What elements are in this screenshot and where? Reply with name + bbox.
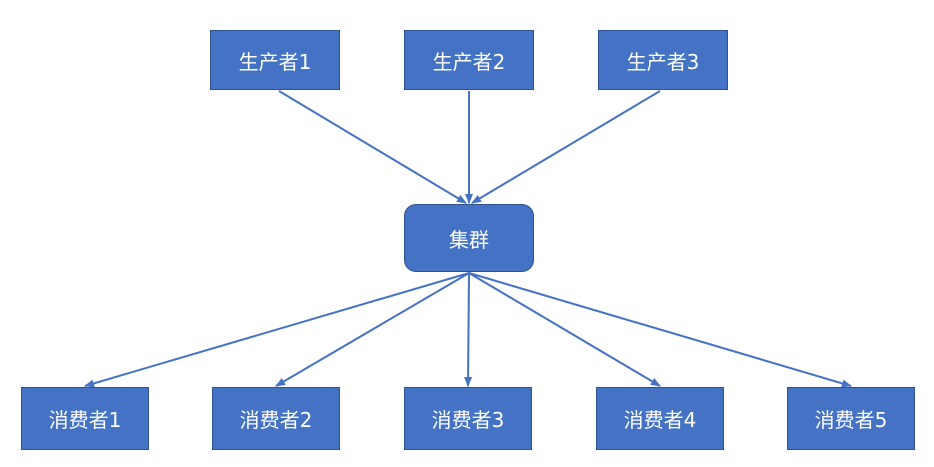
consumer-node-3: 消费者3 bbox=[404, 387, 532, 450]
producer-node-2: 生产者2 bbox=[404, 30, 534, 90]
consumer-node-4: 消费者4 bbox=[596, 387, 724, 450]
edge-producer-1-to-cluster bbox=[278, 90, 467, 204]
consumer-node-5: 消费者5 bbox=[787, 387, 915, 450]
edge-cluster-to-consumer-5 bbox=[468, 272, 852, 388]
edge-producer-3-to-cluster bbox=[471, 90, 661, 204]
edge-cluster-to-consumer-1 bbox=[84, 272, 470, 388]
consumer-node-2: 消费者2 bbox=[212, 387, 340, 450]
edge-cluster-to-consumer-2 bbox=[275, 272, 470, 387]
edge-cluster-to-consumer-3 bbox=[464, 272, 473, 387]
cluster-node: 集群 bbox=[404, 204, 534, 272]
producer-node-3: 生产者3 bbox=[598, 30, 728, 90]
consumer-node-1: 消费者1 bbox=[21, 387, 149, 450]
edge-cluster-to-consumer-4 bbox=[468, 272, 661, 387]
producer-node-1: 生产者1 bbox=[210, 30, 340, 90]
